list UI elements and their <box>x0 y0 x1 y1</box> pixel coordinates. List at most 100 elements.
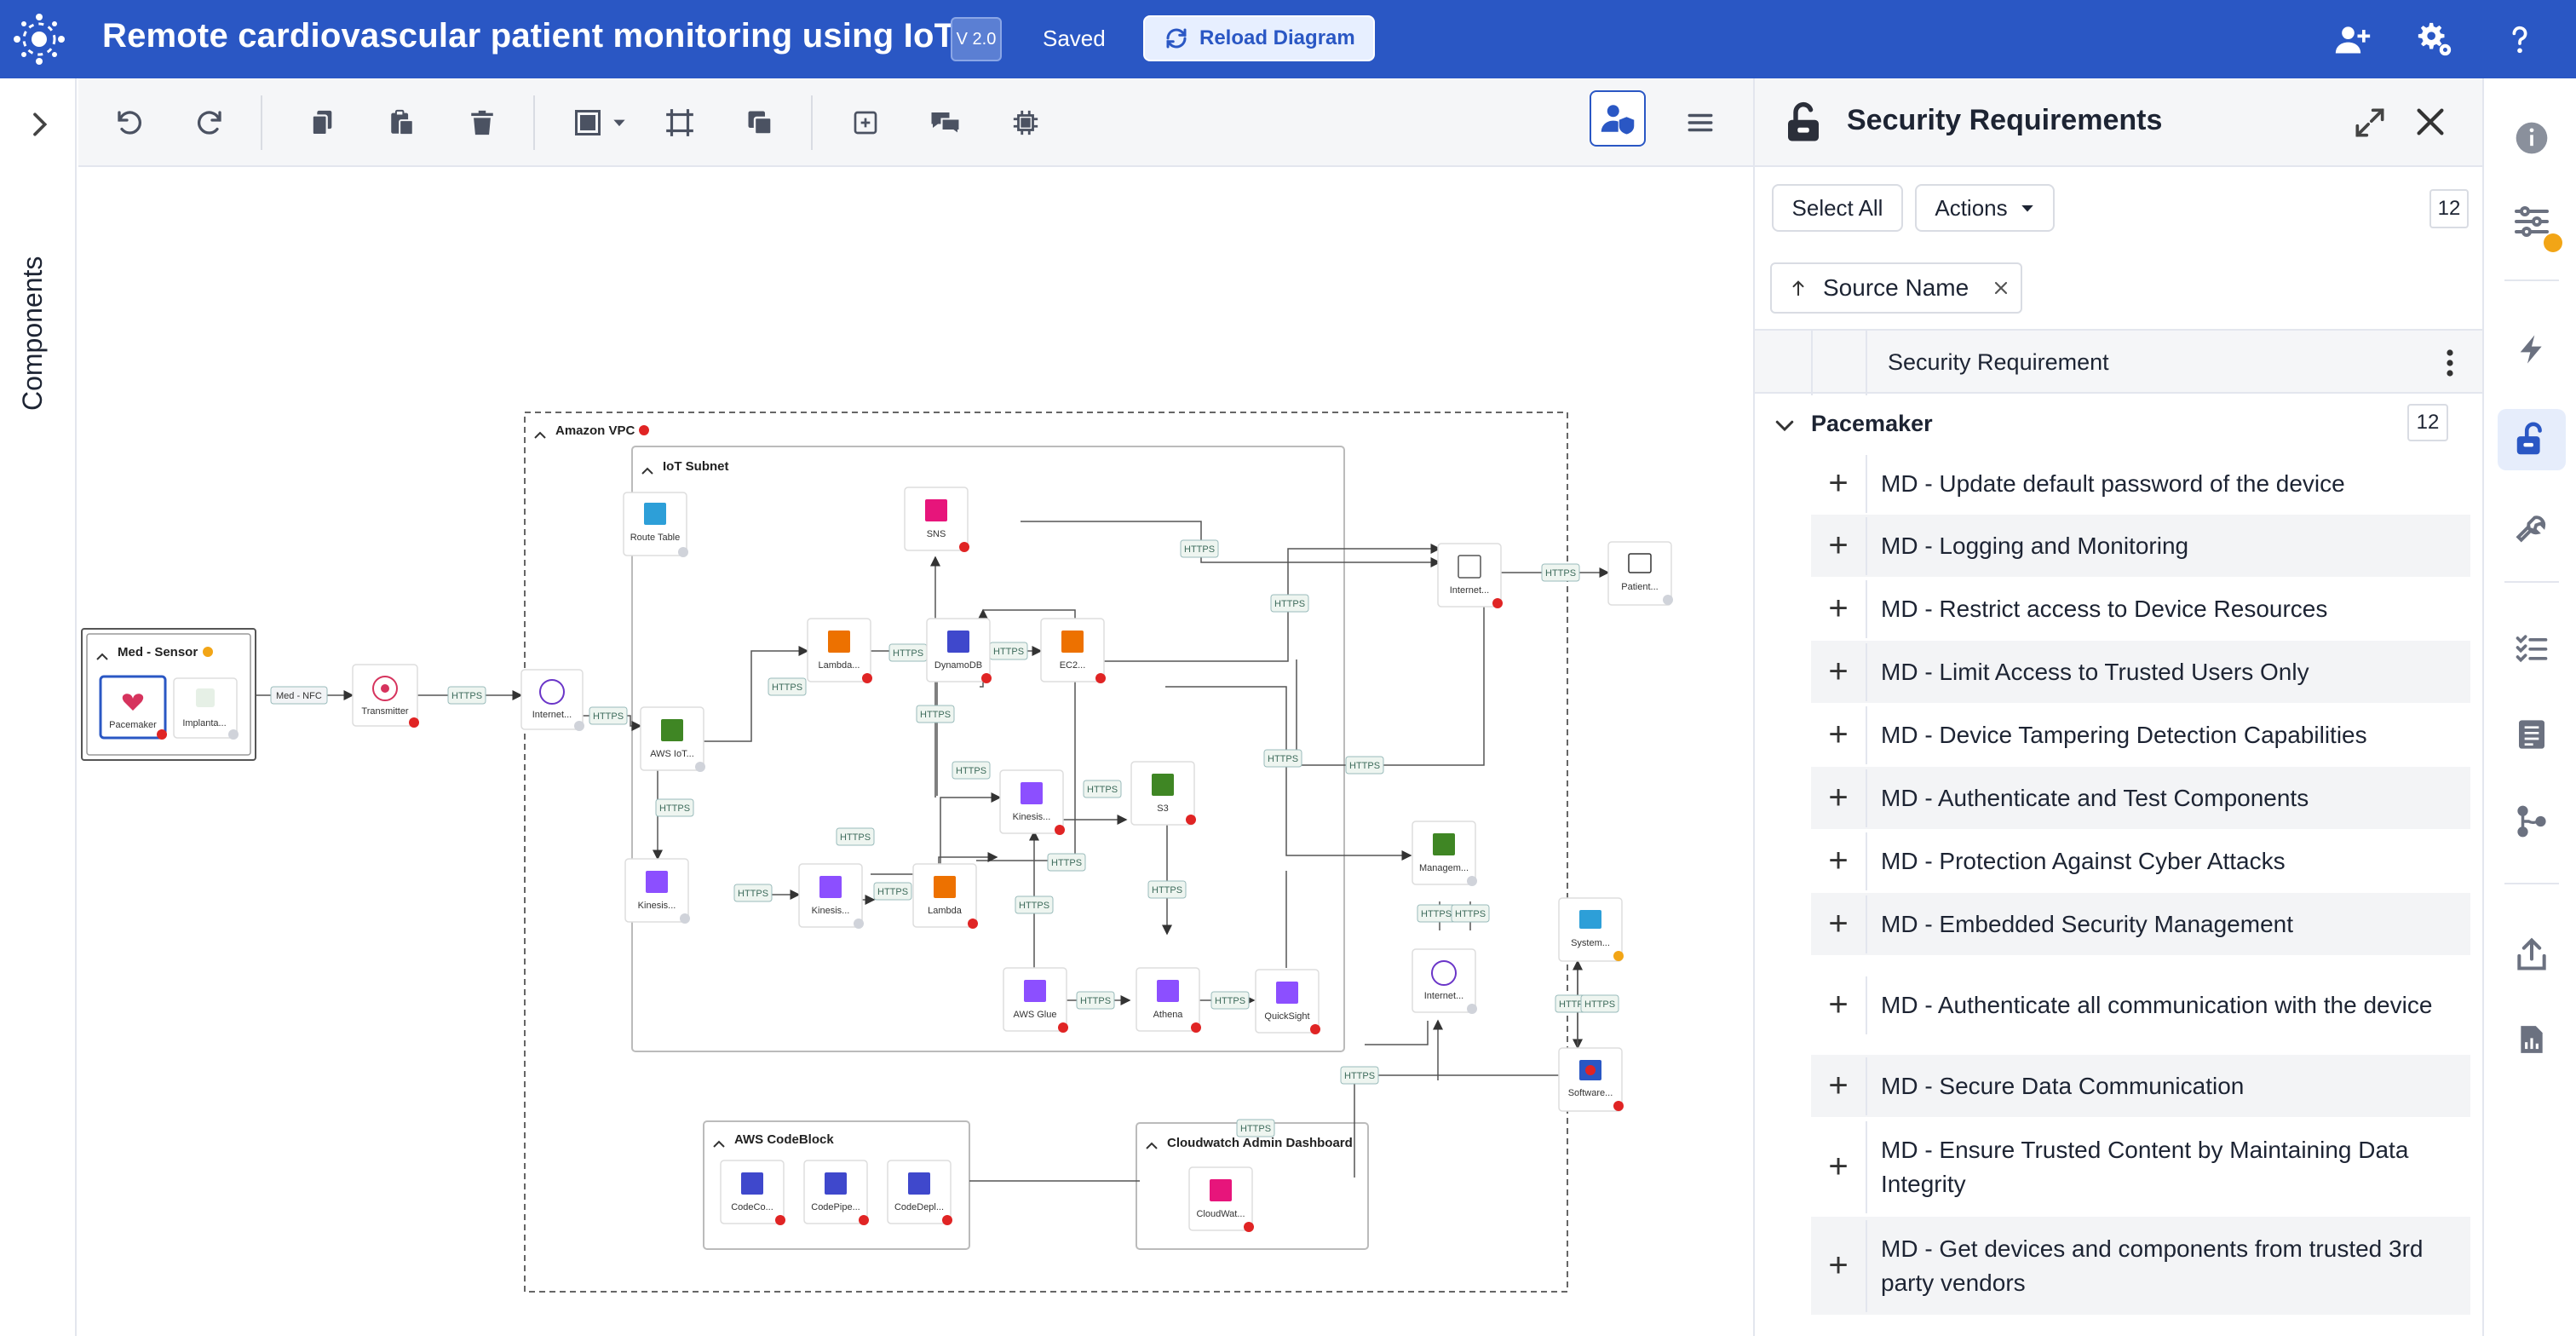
expand-plus-icon[interactable]: + <box>1828 1148 1849 1185</box>
node-dynamodb[interactable]: DynamoDB <box>926 618 992 683</box>
kebab-menu-icon[interactable] <box>2443 348 2457 378</box>
expand-plus-icon[interactable]: + <box>1828 1067 1849 1104</box>
version-badge[interactable]: V 2.0 <box>951 17 1002 61</box>
edge-label[interactable]: HTTPS <box>1083 780 1122 798</box>
node-codecommit[interactable]: CodeCo... <box>720 1160 785 1225</box>
edge-label[interactable]: HTTPS <box>1047 853 1086 872</box>
list-item[interactable]: +MD - Restrict access to Device Resource… <box>1811 578 2470 641</box>
edge-label[interactable]: HTTPS <box>1180 539 1219 558</box>
menu-icon[interactable] <box>1675 97 1726 148</box>
expand-plus-icon[interactable]: + <box>1828 653 1849 690</box>
edge-label[interactable]: HTTPS <box>873 882 912 901</box>
node-patient[interactable]: Patient... <box>1607 541 1673 606</box>
chevron-down-icon[interactable] <box>607 97 632 148</box>
edge-label[interactable]: HTTPS <box>1236 1119 1275 1137</box>
user-shield-icon[interactable] <box>1590 90 1646 147</box>
group-row-pacemaker[interactable]: Pacemaker 12 <box>1755 395 2482 453</box>
edge-label[interactable]: HTTPS <box>1580 994 1619 1013</box>
actions-dropdown[interactable]: Actions <box>1915 184 2055 232</box>
node-aws-iot[interactable]: AWS IoT... <box>640 706 705 772</box>
list-item[interactable]: +MD - Device Tampering Detection Capabil… <box>1811 704 2470 767</box>
edge-label[interactable]: HTTPS <box>1417 904 1456 923</box>
copy-icon[interactable] <box>296 97 348 148</box>
expand-plus-icon[interactable]: + <box>1828 1247 1849 1284</box>
node-kinesis[interactable]: Kinesis... <box>624 858 690 924</box>
redo-icon[interactable] <box>184 97 235 148</box>
edge-label[interactable]: HTTPS <box>1340 1066 1379 1085</box>
node-lambda[interactable]: Lambda... <box>807 618 872 683</box>
edge-label[interactable]: HTTPS <box>1263 749 1302 768</box>
expand-plus-icon[interactable]: + <box>1828 905 1849 942</box>
edge-label[interactable]: HTTPS <box>1015 895 1054 914</box>
chart-icon[interactable] <box>2508 1016 2556 1063</box>
node-cloudwatch[interactable]: CloudWat... <box>1188 1166 1254 1232</box>
expand-plus-icon[interactable]: + <box>1828 716 1849 753</box>
node-internet[interactable]: Internet... <box>520 669 584 731</box>
node-transmitter[interactable]: Transmitter <box>352 664 419 728</box>
edge-label[interactable]: HTTPS <box>589 706 628 725</box>
node-system[interactable]: System... <box>1558 897 1624 962</box>
diagram-canvas[interactable]: Amazon VPC IoT Subnet Med - Sensor AWS C… <box>78 167 1753 1336</box>
list-item[interactable]: +MD - Get devices and components from tr… <box>1811 1217 2470 1316</box>
expand-plus-icon[interactable]: + <box>1828 779 1849 816</box>
node-codepipeline[interactable]: CodePipe... <box>803 1160 869 1225</box>
info-icon[interactable] <box>2508 114 2556 162</box>
column-label[interactable]: Security Requirement <box>1888 349 2109 375</box>
lock-open-icon[interactable] <box>2508 416 2556 464</box>
edge-label[interactable]: HTTPS <box>989 642 1028 660</box>
expand-plus-icon[interactable]: + <box>1828 527 1849 564</box>
delete-icon[interactable] <box>457 97 508 148</box>
diagram-title[interactable]: Remote cardiovascular patient monitoring… <box>102 17 980 55</box>
select-all-button[interactable]: Select All <box>1772 184 1903 232</box>
node-lambda[interactable]: Lambda <box>912 863 978 929</box>
node-quicksight[interactable]: QuickSight <box>1255 969 1320 1034</box>
logo-icon[interactable] <box>12 12 66 66</box>
node-aws-glue[interactable]: AWS Glue <box>1003 967 1068 1033</box>
paste-icon[interactable] <box>377 97 428 148</box>
undo-icon[interactable] <box>104 97 155 148</box>
list-item[interactable]: +MD - Protection Against Cyber Attacks <box>1811 830 2470 893</box>
edge-label[interactable]: HTTPS <box>1076 991 1115 1010</box>
add-user-icon[interactable] <box>2329 15 2377 63</box>
list-item[interactable]: +MD - Logging and Monitoring <box>1811 515 2470 578</box>
close-icon[interactable] <box>2411 102 2450 141</box>
list-item[interactable]: +MD - Update default password of the dev… <box>1811 453 2470 515</box>
expand-plus-icon[interactable]: + <box>1828 464 1849 502</box>
chevron-down-icon[interactable] <box>1772 412 1797 438</box>
node-codedeploy[interactable]: CodeDepl... <box>887 1160 952 1225</box>
sort-chip-source-name[interactable]: Source Name <box>1770 262 2022 314</box>
wrench-icon[interactable] <box>2508 503 2556 550</box>
expand-icon[interactable] <box>2351 104 2389 141</box>
edge-label[interactable]: HTTPS <box>1345 756 1384 775</box>
grid-icon[interactable] <box>840 97 891 148</box>
edge-label[interactable]: HTTPS <box>655 798 694 817</box>
list-item[interactable]: +MD - Ensure Trusted Content by Maintain… <box>1811 1118 2470 1217</box>
lightning-icon[interactable] <box>2508 325 2556 373</box>
edge-label[interactable]: HTTPS <box>733 884 773 902</box>
node-software[interactable]: Software... <box>1558 1047 1624 1112</box>
frame-icon[interactable] <box>562 97 613 148</box>
comment-icon[interactable] <box>920 97 971 148</box>
edge-label[interactable]: HTTPS <box>768 677 807 696</box>
vpc-container[interactable]: Amazon VPC <box>524 412 1568 1293</box>
filter-sliders-icon[interactable] <box>2508 198 2562 252</box>
edge-label[interactable]: Med - NFC <box>270 686 328 705</box>
help-icon[interactable] <box>2496 15 2544 63</box>
node-kinesis[interactable]: Kinesis... <box>999 769 1065 835</box>
expand-plus-icon[interactable]: + <box>1828 842 1849 879</box>
export-icon[interactable] <box>2508 930 2556 978</box>
chip-icon[interactable] <box>1000 97 1051 148</box>
edge-label[interactable]: HTTPS <box>1270 594 1309 613</box>
branch-icon[interactable] <box>2508 798 2556 845</box>
edge-label[interactable]: HTTPS <box>952 761 991 780</box>
resize-icon[interactable] <box>654 97 705 148</box>
node-ec2[interactable]: EC2... <box>1040 618 1106 683</box>
iot-subnet-container[interactable]: IoT Subnet <box>631 446 1345 1052</box>
expand-plus-icon[interactable]: + <box>1828 590 1849 627</box>
edge-label[interactable]: HTTPS <box>1210 991 1250 1010</box>
node-internet-gateway[interactable]: Internet... <box>1437 543 1503 608</box>
edge-label[interactable]: HTTPS <box>1147 880 1187 899</box>
edge-label[interactable]: HTTPS <box>888 643 928 662</box>
reload-diagram-button[interactable]: Reload Diagram <box>1143 15 1375 61</box>
node-internet[interactable]: Internet... <box>1412 948 1477 1014</box>
